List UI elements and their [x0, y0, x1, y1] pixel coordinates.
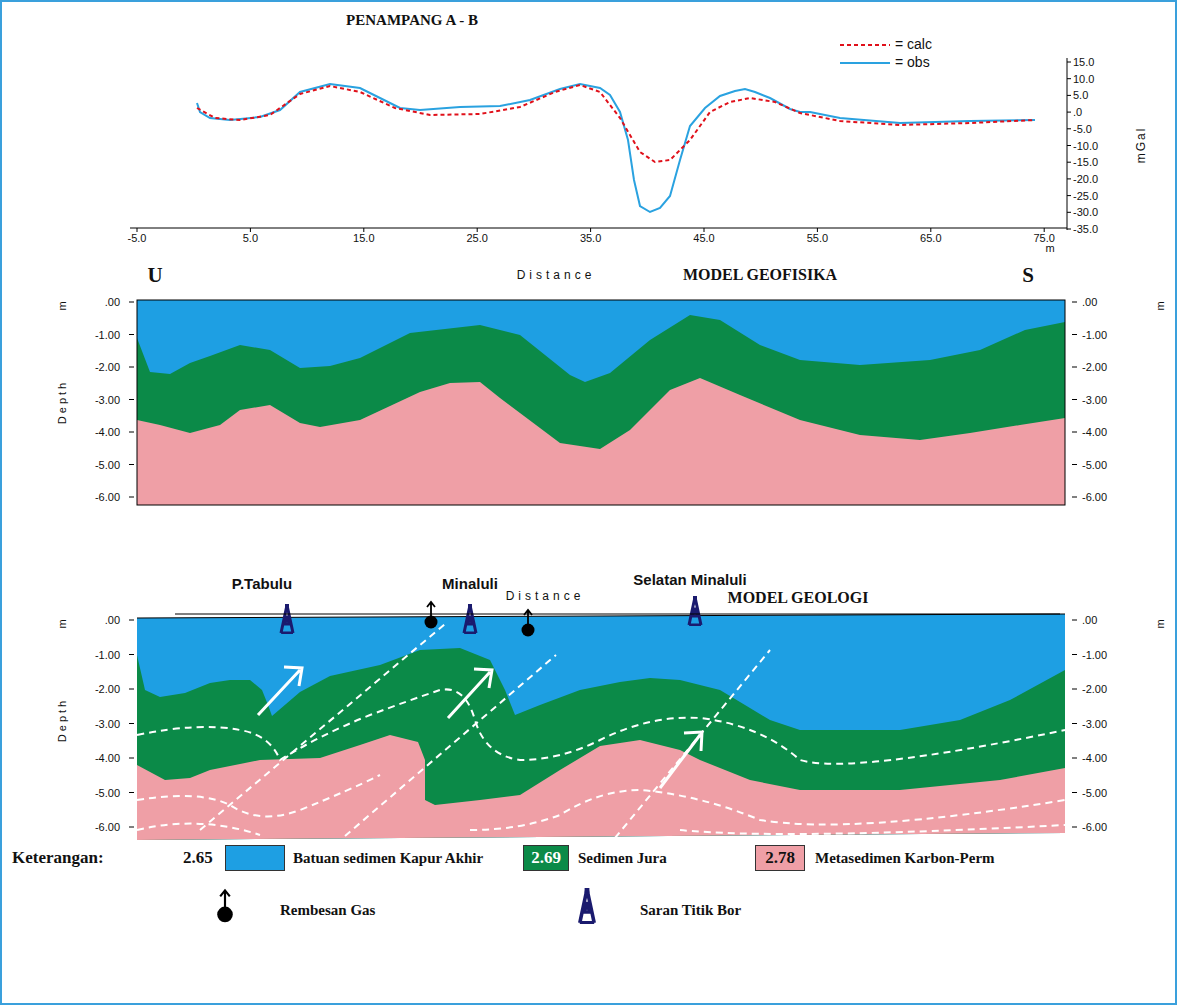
tick-label: -1.00 — [1082, 328, 1107, 340]
place-name: P.Tabulu — [232, 576, 292, 593]
tick-label: 5.0 — [243, 232, 258, 244]
tick-label: -2.00 — [1082, 683, 1107, 695]
tick-label: -6.00 — [95, 821, 120, 833]
density-value: 2.78 — [765, 849, 795, 868]
tick-label: 55.0 — [807, 232, 828, 244]
tick-label: -5.0 — [128, 232, 147, 244]
tick-label: 5.0 — [1073, 89, 1088, 101]
chart-title: PENAMPANG A - B — [346, 12, 478, 29]
place-name: Selatan Minaluli — [633, 572, 746, 589]
tick-label: -5.00 — [1082, 786, 1107, 798]
tick-label: 75.0 — [1033, 232, 1054, 244]
legend-heading: Keterangan: — [12, 849, 104, 868]
legend-text: Rembesan Gas — [280, 902, 375, 919]
tick-label: -5.00 — [1082, 458, 1107, 470]
direction-label: U — [147, 264, 162, 287]
tick-label: 45.0 — [693, 232, 714, 244]
tick-label: -3.00 — [1082, 717, 1107, 729]
axis-label: Depth — [56, 698, 68, 742]
tick-label: -3.00 — [95, 717, 120, 729]
legend-text: Sedimen Jura — [578, 850, 667, 867]
legend-text: Saran Titik Bor — [640, 902, 741, 919]
tick-label: .0 — [1073, 106, 1082, 118]
axis-unit: m — [56, 301, 68, 310]
tick-label: 65.0 — [920, 232, 941, 244]
tick-label: 10.0 — [1073, 73, 1094, 85]
direction-label: S — [1022, 264, 1034, 287]
tick-label: -6.00 — [1082, 821, 1107, 833]
tick-label: .00 — [105, 614, 120, 626]
axis-label: Distance — [517, 269, 596, 282]
panel-title: MODEL GEOFISIKA — [683, 266, 837, 284]
axis-unit: m — [1154, 619, 1166, 628]
tick-label: -4.00 — [95, 426, 120, 438]
axis-unit: m — [56, 619, 68, 628]
tick-label: -6.00 — [1082, 491, 1107, 503]
tick-label: -25.0 — [1073, 190, 1098, 202]
tick-label: 25.0 — [466, 232, 487, 244]
tick-label: 35.0 — [580, 232, 601, 244]
tick-label: -5.00 — [95, 786, 120, 798]
tick-label: -20.0 — [1073, 173, 1098, 185]
tick-label: -5.0 — [1073, 123, 1092, 135]
tick-label: -6.00 — [95, 491, 120, 503]
tick-label: 15.0 — [353, 232, 374, 244]
legend-text: = calc — [895, 37, 932, 52]
tick-label: -10.0 — [1073, 139, 1098, 151]
tick-label: -15.0 — [1073, 156, 1098, 168]
tick-label: -3.00 — [1082, 393, 1107, 405]
tick-label: -2.00 — [1082, 361, 1107, 373]
tick-label: -1.00 — [1082, 648, 1107, 660]
tick-label: -35.0 — [1073, 223, 1098, 235]
legend-swatch — [225, 845, 285, 871]
axis-label: Distance — [506, 590, 585, 603]
axis-label: Depth — [56, 380, 68, 424]
tick-label: .00 — [1082, 296, 1097, 308]
tick-label: -4.00 — [1082, 752, 1107, 764]
tick-label: -1.00 — [95, 328, 120, 340]
legend-text: Metasedimen Karbon-Perm — [815, 850, 995, 867]
tick-label: -1.00 — [95, 648, 120, 660]
tick-label: -30.0 — [1073, 206, 1098, 218]
axis-unit: mGal — [1135, 127, 1148, 164]
legend-text: Batuan sedimen Kapur Akhir — [293, 850, 483, 867]
panel-title: MODEL GEOLOGI — [728, 589, 869, 607]
tick-label: .00 — [105, 296, 120, 308]
tick-label: -5.00 — [95, 458, 120, 470]
tick-label: -3.00 — [95, 393, 120, 405]
density-value: 2.65 — [183, 849, 213, 868]
axis-unit: m — [1154, 301, 1166, 310]
tick-label: -4.00 — [95, 752, 120, 764]
tick-label: -4.00 — [1082, 426, 1107, 438]
tick-label: -2.00 — [95, 361, 120, 373]
legend-text: = obs — [895, 55, 930, 70]
place-name: Minaluli — [442, 576, 498, 593]
tick-label: 15.0 — [1073, 56, 1094, 68]
tick-label: .00 — [1082, 614, 1097, 626]
tick-label: -2.00 — [95, 683, 120, 695]
density-value: 2.69 — [531, 849, 561, 868]
